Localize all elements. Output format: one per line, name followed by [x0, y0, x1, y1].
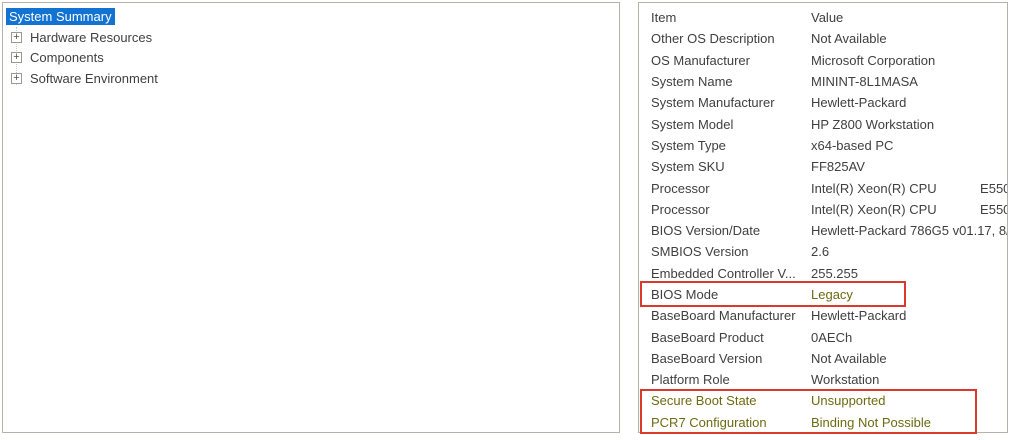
- row-item-value: MININT-8L1MASA: [811, 74, 918, 90]
- table-row[interactable]: Other OS Description Not Available: [651, 28, 1007, 49]
- row-item-label: Platform Role: [651, 372, 730, 388]
- row-item-label: BIOS Version/Date: [651, 223, 761, 239]
- row-item-label: Other OS Description: [651, 31, 775, 47]
- expand-plus-icon[interactable]: +: [11, 52, 22, 64]
- table-row-pcr7-configuration[interactable]: PCR7 Configuration Binding Not Possible: [651, 412, 1007, 432]
- row-item-label: Processor: [651, 180, 710, 196]
- table-row[interactable]: SMBIOS Version 2.6: [651, 241, 1007, 262]
- tree-item-software-environment[interactable]: + Software Environment: [6, 68, 619, 89]
- tree-item-label: Components: [30, 50, 104, 66]
- row-item-value: Not Available: [811, 350, 887, 366]
- row-item-value: Intel(R) Xeon(R) CPU E5506: [811, 180, 1007, 196]
- table-row[interactable]: BaseBoard Product 0AECh: [651, 326, 1007, 347]
- row-item-label: Embedded Controller V...: [651, 265, 796, 281]
- table-row[interactable]: Processor Intel(R) Xeon(R) CPU E5506: [651, 177, 1007, 198]
- tree-item-label: System Summary: [6, 7, 115, 25]
- row-item-value: Workstation: [811, 372, 880, 388]
- row-item-value: x64-based PC: [811, 137, 894, 153]
- column-header-value: Value: [811, 10, 844, 26]
- row-item-value: Binding Not Possible: [811, 414, 931, 430]
- table-row[interactable]: System SKU FF825AV: [651, 156, 1007, 177]
- expand-plus-icon[interactable]: +: [11, 31, 22, 43]
- table-row[interactable]: System Manufacturer Hewlett-Packard: [651, 92, 1007, 113]
- row-item-value: 2.6: [811, 244, 830, 260]
- table-row-bios-mode[interactable]: BIOS Mode Legacy: [651, 284, 1007, 305]
- list-header-row: Item Value: [651, 7, 1007, 28]
- tree-item-label: Software Environment: [30, 70, 158, 86]
- table-row[interactable]: BaseBoard Version Not Available: [651, 348, 1007, 369]
- details-list-panel: Item Value Other OS Description Not Avai…: [638, 2, 1008, 433]
- row-item-label: OS Manufacturer: [651, 52, 750, 68]
- table-row[interactable]: System Type x64-based PC: [651, 135, 1007, 156]
- row-item-value: Hewlett-Packard 786G5 v01.17, 8/: [811, 223, 1007, 239]
- row-item-label: Secure Boot State: [651, 393, 757, 409]
- row-item-value: FF825AV: [811, 159, 865, 175]
- row-item-label: System Name: [651, 74, 733, 90]
- row-item-value: Not Available: [811, 31, 887, 47]
- tree-item-hardware-resources[interactable]: + Hardware Resources: [6, 27, 619, 48]
- row-item-label: System Type: [651, 137, 726, 153]
- row-item-label: System SKU: [651, 159, 725, 175]
- table-row[interactable]: BaseBoard Manufacturer Hewlett-Packard: [651, 305, 1007, 326]
- expand-plus-icon[interactable]: +: [11, 72, 22, 84]
- row-item-value: Microsoft Corporation: [811, 52, 936, 68]
- row-item-value: Unsupported: [811, 393, 886, 409]
- row-item-value: 255.255: [811, 265, 858, 281]
- row-item-label: System Manufacturer: [651, 95, 775, 111]
- table-row[interactable]: BIOS Version/Date Hewlett-Packard 786G5 …: [651, 220, 1007, 241]
- table-row[interactable]: Processor Intel(R) Xeon(R) CPU E5506: [651, 199, 1007, 220]
- row-item-label: PCR7 Configuration: [651, 414, 767, 430]
- table-row[interactable]: Embedded Controller V... 255.255: [651, 263, 1007, 284]
- row-item-label: BaseBoard Version: [651, 350, 763, 366]
- row-item-value: 0AECh: [811, 329, 853, 345]
- tree-item-components[interactable]: + Components: [6, 47, 619, 68]
- row-item-value: Hewlett-Packard: [811, 95, 907, 111]
- table-row[interactable]: OS Manufacturer Microsoft Corporation: [651, 50, 1007, 71]
- table-row[interactable]: System Model HP Z800 Workstation: [651, 113, 1007, 134]
- table-row[interactable]: Platform Role Workstation: [651, 369, 1007, 390]
- row-item-label: BaseBoard Product: [651, 329, 764, 345]
- row-item-label: BaseBoard Manufacturer: [651, 308, 796, 324]
- row-item-label: Processor: [651, 201, 710, 217]
- row-item-value: Hewlett-Packard: [811, 308, 907, 324]
- tree-item-label: Hardware Resources: [30, 29, 153, 45]
- table-row[interactable]: System Name MININT-8L1MASA: [651, 71, 1007, 92]
- row-item-value: Legacy: [811, 287, 853, 302]
- row-item-value: HP Z800 Workstation: [811, 116, 935, 132]
- navigation-tree-panel: System Summary + Hardware Resources + Co…: [2, 2, 620, 433]
- column-header-item: Item: [651, 10, 677, 26]
- row-item-value: Intel(R) Xeon(R) CPU E5506: [811, 201, 1007, 217]
- row-item-label: System Model: [651, 116, 734, 132]
- row-item-label: BIOS Mode: [651, 287, 719, 302]
- table-row-secure-boot-state[interactable]: Secure Boot State Unsupported: [651, 390, 1007, 411]
- row-item-label: SMBIOS Version: [651, 244, 749, 260]
- tree-item-system-summary[interactable]: System Summary: [6, 6, 619, 27]
